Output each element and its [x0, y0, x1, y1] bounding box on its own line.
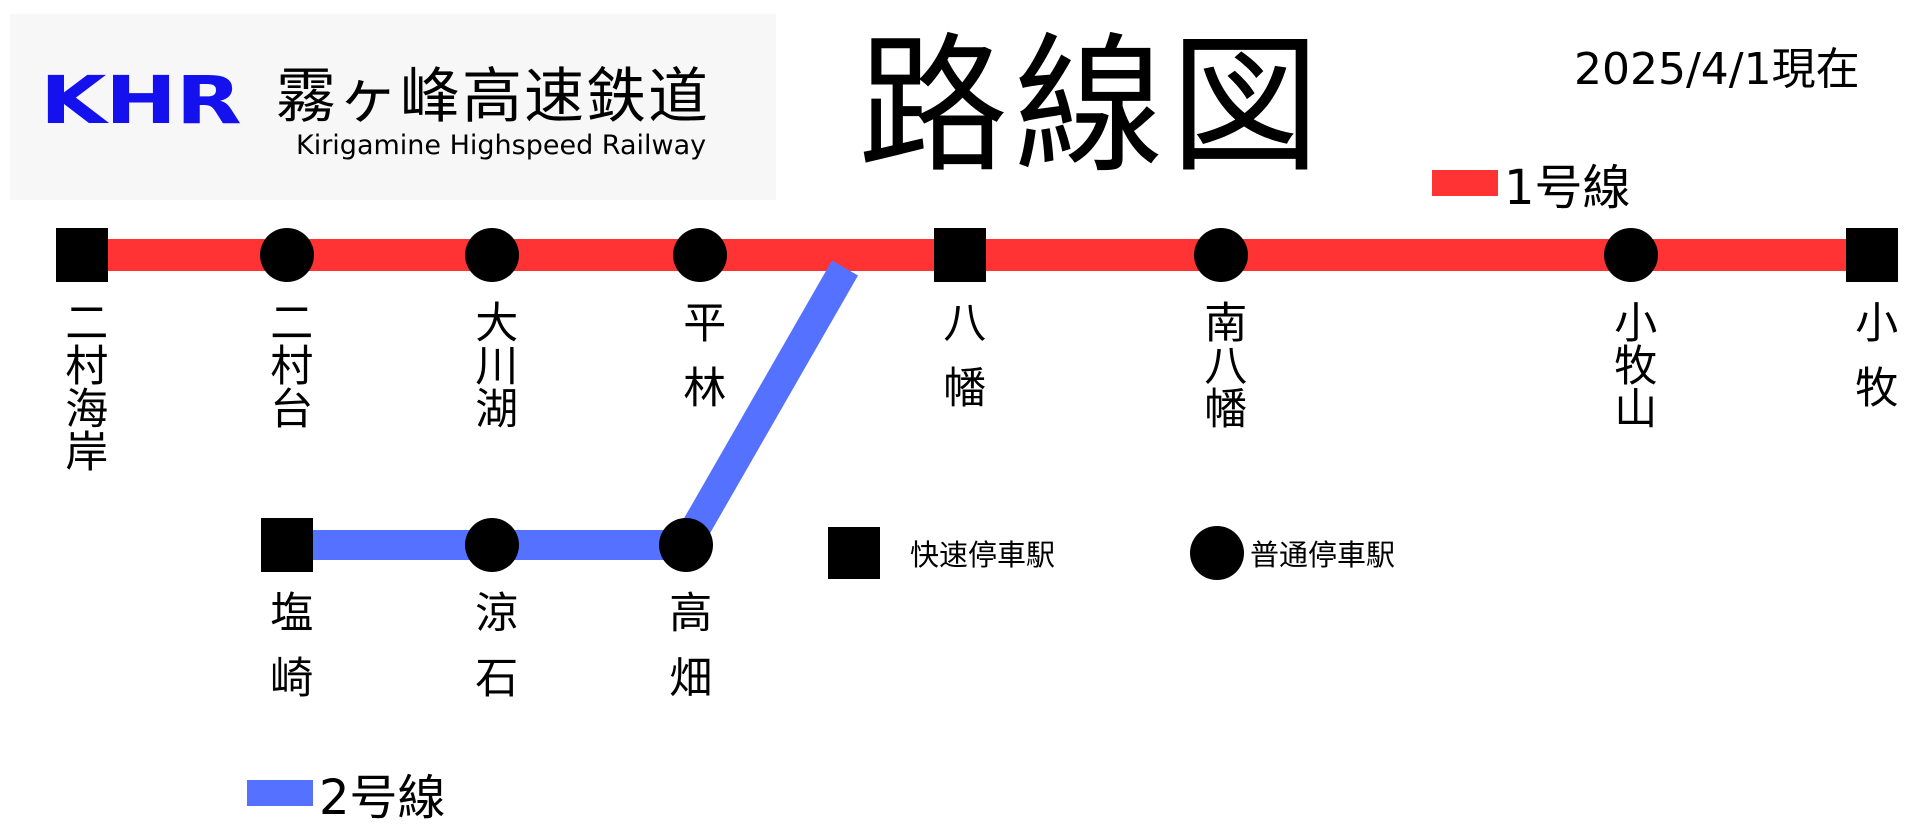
legend-line1-label: 1号線	[1504, 160, 1631, 216]
station-label-takabatake: 高畑	[661, 590, 712, 720]
line1-stop-3	[465, 228, 519, 282]
line2-stop-2	[465, 518, 519, 572]
line1-stop-6	[1194, 228, 1248, 282]
local-stop-circle-icon	[1190, 526, 1244, 580]
map-title: 路線図	[858, 20, 1327, 194]
legend-line1-swatch	[1432, 170, 1498, 196]
station-label-minami-hachiman: 南八幡	[1196, 300, 1247, 429]
line2-stop-1	[261, 518, 313, 572]
legend-line1: 1号線	[1432, 148, 1631, 218]
legend-line2: 2号線	[247, 758, 446, 828]
line1-stop-4	[673, 228, 727, 282]
station-label-shiozaki: 塩崎	[262, 590, 313, 720]
station-label-nimuradai: 二村台	[262, 300, 313, 429]
logo-panel	[10, 14, 776, 200]
legend-local-stop: 普通停車駅	[1190, 526, 1395, 580]
company-name-jp: 霧ヶ峰高速鉄道	[276, 62, 710, 132]
line2-stop-3	[659, 518, 713, 572]
station-label-komaki: 小牧	[1847, 300, 1898, 430]
line1-stop-8	[1846, 228, 1898, 282]
legend-express-stop: 快速停車駅	[828, 527, 1055, 579]
station-label-komakiyama: 小牧山	[1606, 300, 1657, 429]
station-label-hachiman: 八幡	[935, 300, 986, 430]
as-of-date: 2025/4/1現在	[1574, 44, 1860, 95]
legend-local-label: 普通停車駅	[1250, 538, 1396, 572]
legend-line2-label: 2号線	[319, 770, 446, 826]
company-logo: KHR	[40, 62, 242, 139]
station-label-hirabayashi: 平林	[675, 300, 726, 430]
line1-stop-1	[56, 228, 108, 282]
station-label-suzuishi: 涼石	[467, 590, 518, 720]
line1-stop-5	[934, 228, 986, 282]
line2-track	[287, 260, 859, 560]
express-stop-square-icon	[828, 527, 880, 579]
line1-stop-7	[1604, 228, 1658, 282]
station-label-okawako: 大川湖	[467, 300, 518, 429]
line1-stop-2	[260, 228, 314, 282]
company-name-en: Kirigamine Highspeed Railway	[296, 130, 707, 161]
station-label-nimura-kaigan: 二村海岸	[57, 300, 108, 472]
legend-express-label: 快速停車駅	[910, 538, 1056, 572]
legend-line2-swatch	[247, 780, 313, 806]
